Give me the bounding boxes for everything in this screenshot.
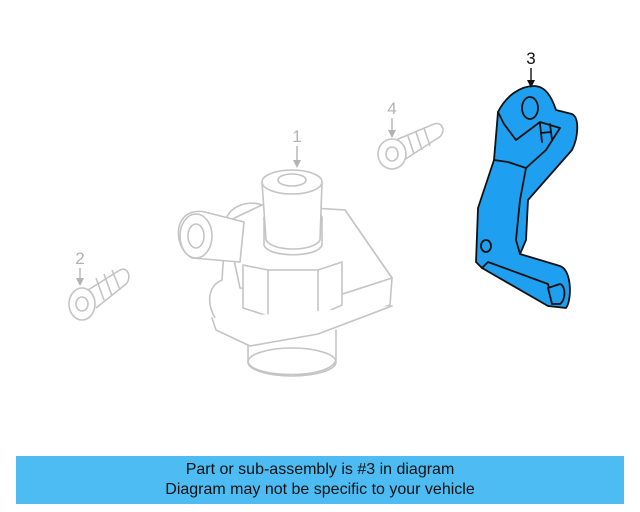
- callout-2-label: 2: [75, 249, 84, 268]
- callout-3: 3: [526, 49, 536, 88]
- part-3-bracket: [475, 85, 579, 309]
- info-banner: Part or sub-assembly is #3 in diagram Di…: [16, 456, 624, 504]
- callout-1-label: 1: [292, 127, 301, 146]
- callout-1: 1: [292, 127, 302, 168]
- callout-2: 2: [75, 249, 85, 286]
- part-2-bolt: [68, 268, 130, 321]
- part-1-water-pump: [177, 169, 393, 377]
- callout-3-label: 3: [526, 49, 535, 68]
- parts-diagram: 1 2 3 4: [68, 49, 579, 377]
- banner-line-disclaimer: Diagram may not be specific to your vehi…: [165, 481, 475, 498]
- part-4-bolt: [377, 122, 444, 170]
- banner-line-part-number: Part or sub-assembly is #3 in diagram: [185, 461, 455, 478]
- callout-4: 4: [387, 99, 397, 138]
- callout-4-label: 4: [387, 99, 396, 118]
